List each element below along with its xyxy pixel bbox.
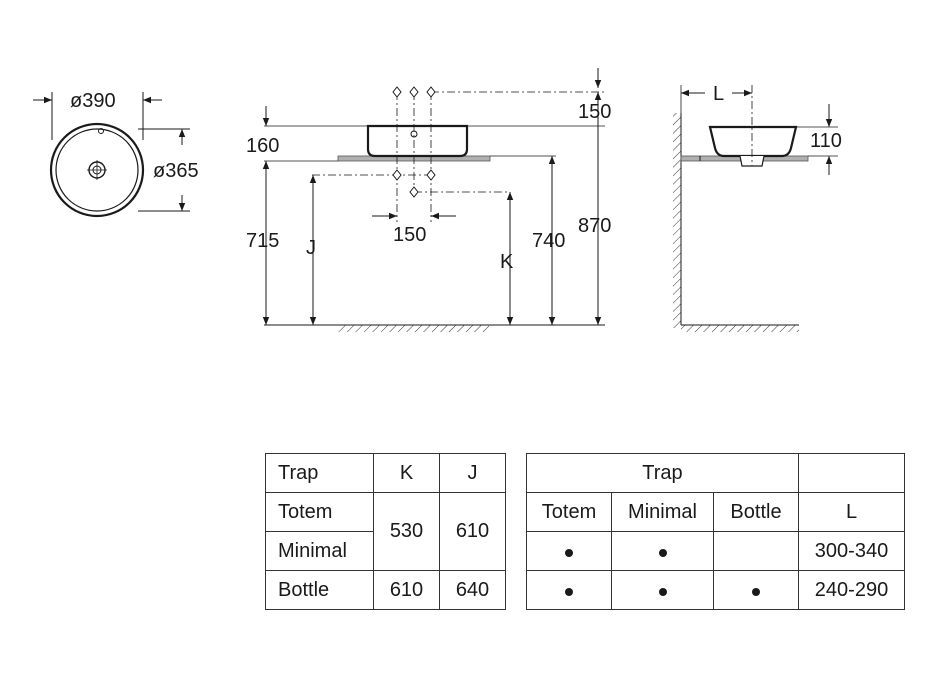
- trap-kj-table: Trap K J Totem 530 610 Minimal Bottle 61…: [265, 453, 506, 610]
- trap-name: Totem: [265, 492, 374, 532]
- dim-tap-spacing: 150: [578, 101, 611, 123]
- dim-trap-spacing: 150: [393, 224, 426, 246]
- side-view: [673, 85, 838, 332]
- l-value: 300-340: [798, 531, 905, 571]
- dim-inner-diameter: ø365: [153, 160, 199, 182]
- dim-k: K: [500, 251, 514, 273]
- table-row: Minimal: [265, 531, 506, 571]
- header-trap: Trap: [526, 453, 799, 493]
- k-value: 610: [373, 570, 440, 610]
- basin: [366, 124, 469, 158]
- wall-hatch: [673, 113, 681, 328]
- dim-vanity-height: 715: [246, 230, 279, 252]
- bottle-cell: [713, 531, 799, 571]
- totem-cell: [526, 531, 612, 571]
- compatible-dot-icon: [565, 587, 573, 596]
- technical-drawing: ø390 ø365: [33, 68, 842, 332]
- header-totem: Totem: [526, 492, 612, 532]
- table-header-row: Trap K J: [265, 453, 506, 493]
- minimal-cell: [611, 531, 714, 571]
- j-value: 610: [439, 492, 506, 571]
- header-l: L: [798, 492, 905, 532]
- dim-drain-height: 740: [532, 230, 565, 252]
- compatible-dot-icon: [752, 587, 760, 596]
- floor-hatch: [337, 325, 489, 332]
- dim-basin-depth: 110: [810, 130, 842, 152]
- totem-cell: [526, 570, 612, 610]
- dim-l: L: [713, 83, 724, 105]
- table-row: 300-340: [526, 531, 905, 571]
- trap-l-table: Trap Totem Minimal Bottle L 300-340 240-…: [526, 453, 905, 610]
- compatible-dot-icon: [658, 548, 667, 557]
- trap-name: Bottle: [265, 570, 374, 610]
- dim-mount-height: 160: [246, 135, 279, 157]
- side-basin: [708, 125, 798, 158]
- top-view: [33, 92, 190, 218]
- compatible-dot-icon: [658, 587, 667, 596]
- table-subheader-row: Totem Minimal Bottle L: [526, 492, 905, 532]
- header-empty: [798, 453, 905, 493]
- k-value: 530: [373, 492, 440, 571]
- bottle-cell: [713, 570, 799, 610]
- header-bottle: Bottle: [713, 492, 799, 532]
- compatible-dot-icon: [565, 548, 573, 557]
- dim-outer-diameter: ø390: [70, 90, 116, 112]
- trap-name: Minimal: [265, 531, 374, 571]
- l-value: 240-290: [798, 570, 905, 610]
- dim-j: J: [306, 237, 316, 259]
- header-j: J: [439, 453, 506, 493]
- overflow-hole: [98, 128, 104, 134]
- header-trap: Trap: [265, 453, 374, 493]
- header-minimal: Minimal: [611, 492, 714, 532]
- j-value: 640: [439, 570, 506, 610]
- table-header-row: Trap: [526, 453, 905, 493]
- front-view: [262, 68, 605, 332]
- header-k: K: [373, 453, 440, 493]
- dim-rim-height: 870: [578, 215, 611, 237]
- side-floor-hatch: [681, 325, 799, 332]
- minimal-cell: [611, 570, 714, 610]
- table-row: Totem 530 610: [265, 492, 506, 571]
- inner-rim: [55, 128, 139, 212]
- outer-rim: [49, 122, 145, 218]
- table-row: Bottle 610 640: [265, 570, 506, 610]
- table-row: 240-290: [526, 570, 905, 610]
